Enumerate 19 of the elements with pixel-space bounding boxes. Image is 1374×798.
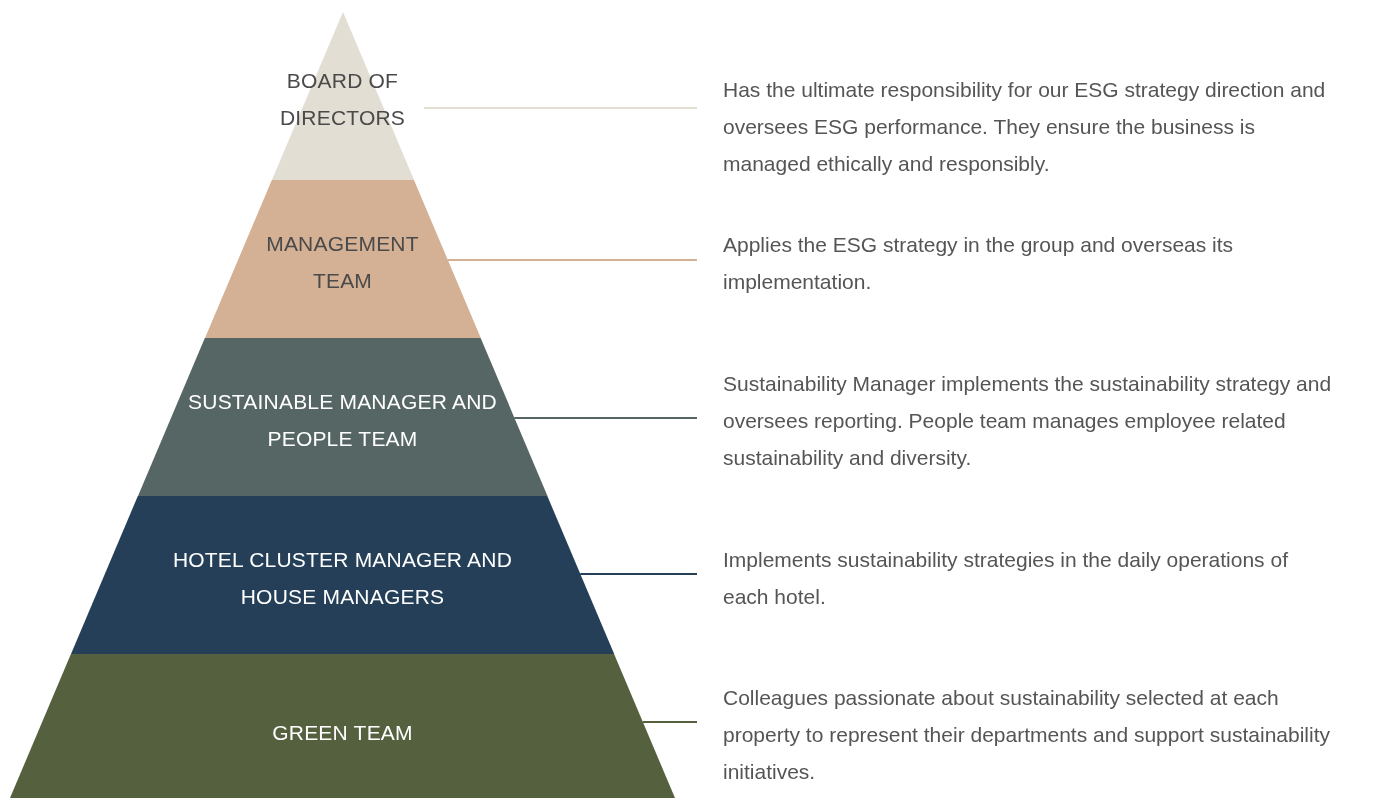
pyramid-tier <box>10 654 675 798</box>
pyramid-tier <box>70 496 615 654</box>
tier-label: SUSTAINABLE MANAGER AND PEOPLE TEAM <box>187 389 498 452</box>
tier-label: GREEN TEAM <box>271 720 414 746</box>
leader-line <box>446 259 698 261</box>
description-text: Colleagues passionate about sustainability selected at each property to represent their departments and support sustainability initiatives. <box>723 685 1331 785</box>
leader-line <box>641 721 698 723</box>
description-text: Has the ultimate responsibility for our ESG strategy direction and oversees ESG performance. They ensure the business is managed ethically and responsibly. <box>723 77 1327 177</box>
tier-label: MANAGEMENT TEAM <box>265 231 420 294</box>
description-text: Implements sustainability strategies in the daily operations of each hotel. <box>723 547 1289 610</box>
description-text: Sustainability Manager implements the sustainability strategy and oversees reporting. People team manages employee related sustainability and diversity. <box>723 371 1333 471</box>
description-text: Applies the ESG strategy in the group and overseas its implementation. <box>723 232 1235 295</box>
pyramid-tier <box>137 338 548 496</box>
leader-line <box>513 417 698 419</box>
leader-line <box>423 107 698 109</box>
leader-line <box>579 573 698 575</box>
tier-label: HOTEL CLUSTER MANAGER AND HOUSE MANAGERS <box>171 547 514 610</box>
pyramid-tier <box>204 180 481 338</box>
tier-label: BOARD OF DIRECTORS <box>278 68 407 131</box>
